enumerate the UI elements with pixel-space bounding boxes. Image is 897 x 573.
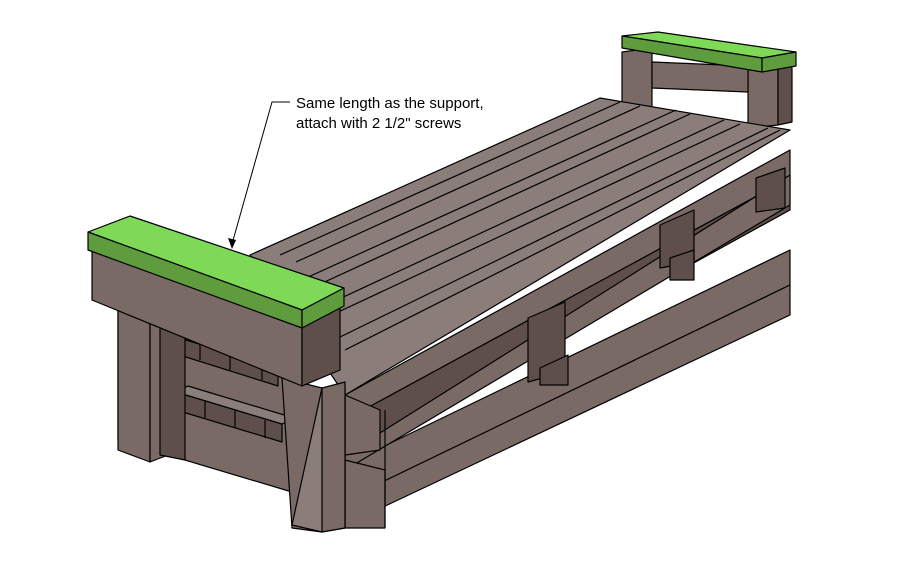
leader-line xyxy=(231,101,290,245)
annotation-callout: Same length as the support, attach with … xyxy=(228,95,484,249)
arrow-head-icon xyxy=(228,238,236,249)
pallet-seat xyxy=(249,97,791,529)
front-armrest-assembly xyxy=(87,215,346,533)
callout-line-1: Same length as the support, xyxy=(296,95,484,112)
callout-line-2: attach with 2 1/2" screws xyxy=(296,115,461,132)
